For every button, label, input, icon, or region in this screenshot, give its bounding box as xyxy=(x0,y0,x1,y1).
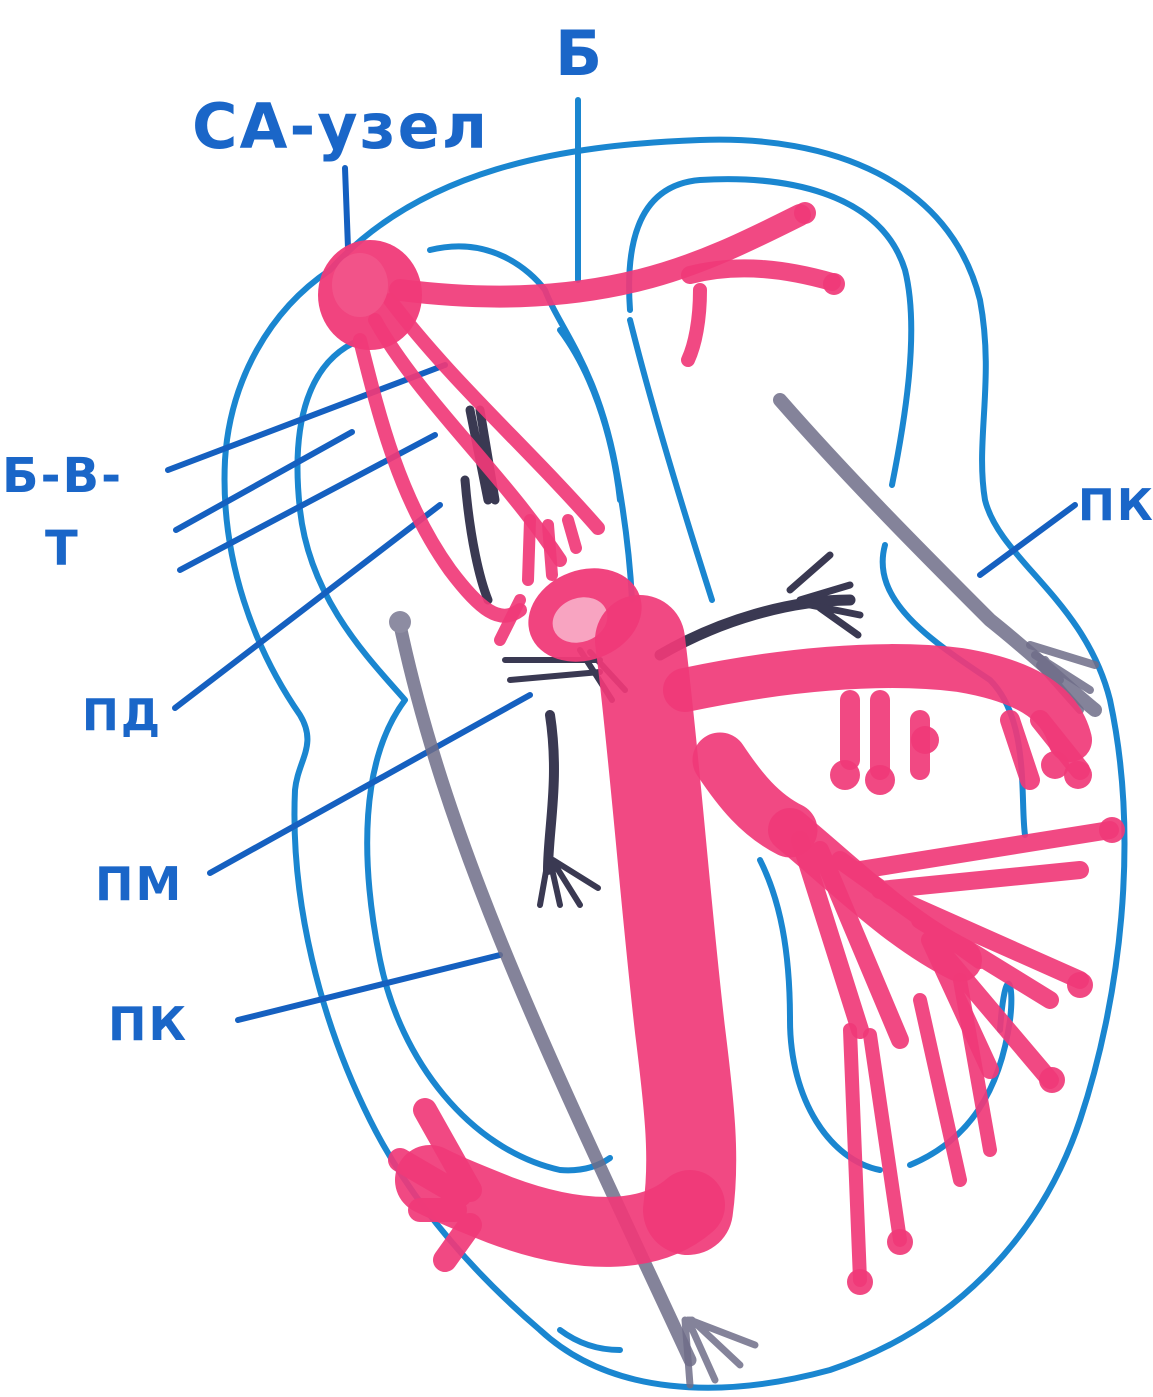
label-pm: ПМ xyxy=(95,857,183,911)
pk-tip-5 xyxy=(1039,1067,1065,1093)
label-sa-node: СА-узел xyxy=(192,90,489,163)
rb-tip-3 xyxy=(911,726,939,754)
bvt-leader-2 xyxy=(176,432,352,530)
label-bvt-line2: Т xyxy=(45,521,80,577)
sa-node-leader xyxy=(345,168,348,248)
pk-tip-1 xyxy=(847,1269,873,1295)
label-b-top: Б xyxy=(555,17,604,90)
label-pk-left: ПК xyxy=(108,997,188,1051)
bachmann-bundle xyxy=(400,215,800,297)
purkinje-long-fibers xyxy=(850,980,990,1280)
bachmann-branch xyxy=(690,268,832,282)
bachmann-tip xyxy=(794,202,816,224)
pk-left-leader xyxy=(238,955,500,1020)
left-atrial-twig xyxy=(688,290,700,360)
apex-inner-curve xyxy=(560,1330,620,1350)
pk-tip-2 xyxy=(887,1229,913,1255)
left-fiber-tip xyxy=(389,611,411,633)
bachmann-branch-tip xyxy=(823,273,845,295)
rb-tip-2 xyxy=(865,765,895,795)
center-dark-tuft xyxy=(540,860,598,905)
septum-right-line xyxy=(630,320,712,600)
sa-node-highlight xyxy=(332,253,388,317)
rb-tip-5 xyxy=(1064,761,1092,789)
label-pk-right: ПК xyxy=(1078,480,1153,531)
septum-left-line xyxy=(560,330,620,500)
label-pd: ПД xyxy=(82,690,162,741)
left-side-inner-contour xyxy=(298,340,611,1170)
pd-leader xyxy=(175,505,440,708)
rb-tip-1 xyxy=(830,760,860,790)
pk-tip-3 xyxy=(1099,817,1125,843)
center-dark-fiber xyxy=(548,715,554,870)
his-bundle xyxy=(640,640,691,1210)
label-bvt-line1: Б-В- xyxy=(2,448,123,504)
pk-tip-4 xyxy=(1067,972,1093,998)
apex-fiber-tuft xyxy=(685,1320,755,1385)
